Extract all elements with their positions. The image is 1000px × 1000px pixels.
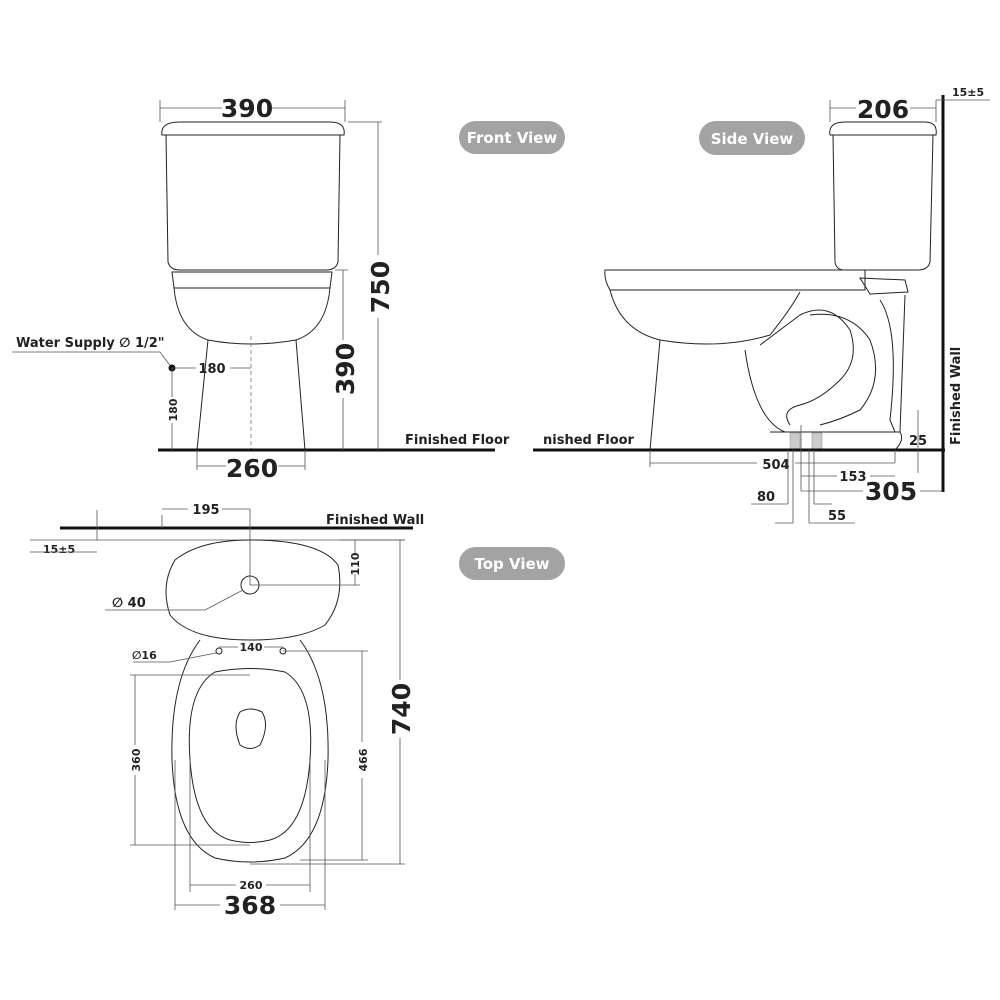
svg-text:Side View: Side View [711, 130, 794, 148]
dim-supply-height: 180 [167, 398, 180, 421]
dim-260: 260 [240, 879, 263, 892]
side-view: nished Floor Finished Wall 206 15±5 504 … [533, 86, 990, 524]
dim-base-width: 260 [226, 454, 278, 483]
dim-height-seat: 390 [331, 343, 360, 395]
dim-368: 368 [224, 891, 276, 920]
top-bowl-inner [188, 668, 312, 843]
bowl [173, 287, 331, 345]
side-view-badge: Side View [699, 121, 805, 155]
dim-504: 504 [762, 458, 789, 473]
top-bowl [171, 639, 329, 863]
dim-360: 360 [130, 748, 143, 771]
dim-tank-depth: 206 [857, 95, 909, 124]
top-view-badge: Top View [459, 547, 565, 580]
side-tank [832, 134, 934, 271]
dim-55: 55 [828, 509, 846, 524]
tank [165, 134, 341, 271]
dim-width-top: 390 [221, 94, 273, 123]
svg-text:Top View: Top View [474, 555, 549, 573]
dim-740: 740 [387, 683, 416, 735]
dim-140: 140 [240, 641, 263, 654]
dim-110: 110 [349, 552, 362, 575]
top-view: Finished Wall 15±5 195 110 ∅ 40 ∅16 140 … [30, 503, 424, 920]
water-supply-label: Water Supply ∅ 1/2" [16, 336, 165, 351]
dim-height-total: 750 [366, 261, 395, 313]
dim-25: 25 [909, 434, 927, 449]
dim-80: 80 [757, 490, 775, 505]
front-view-badge: Front View [459, 121, 565, 154]
floor-label-side: nished Floor [543, 433, 635, 448]
side-bowl [609, 289, 801, 345]
dim-wall-gap-top: 15±5 [43, 543, 75, 556]
dim-153: 153 [839, 470, 866, 485]
svg-text:Front View: Front View [467, 129, 558, 147]
front-view: 390 750 390 Water Supply ∅ 1/2" 180 180 … [12, 94, 510, 483]
dim-wall-gap-side: 15±5 [952, 86, 984, 99]
pedestal [196, 339, 306, 451]
wall-label-top: Finished Wall [326, 513, 424, 528]
dim-466: 466 [357, 748, 370, 771]
side-pedestal-front [649, 339, 661, 451]
hole-40-label: ∅ 40 [112, 596, 146, 611]
seat [171, 271, 333, 289]
dim-305: 305 [865, 477, 917, 506]
dim-195: 195 [192, 503, 219, 518]
floor-label-front: Finished Floor [405, 433, 510, 448]
top-tank [165, 539, 341, 641]
side-tank-lid [829, 121, 937, 136]
dim-supply-offset: 180 [198, 362, 225, 377]
side-seat [604, 269, 866, 291]
tank-lid [161, 121, 345, 136]
hole-16-label: ∅16 [132, 649, 157, 662]
wall-label-side: Finished Wall [949, 347, 964, 445]
